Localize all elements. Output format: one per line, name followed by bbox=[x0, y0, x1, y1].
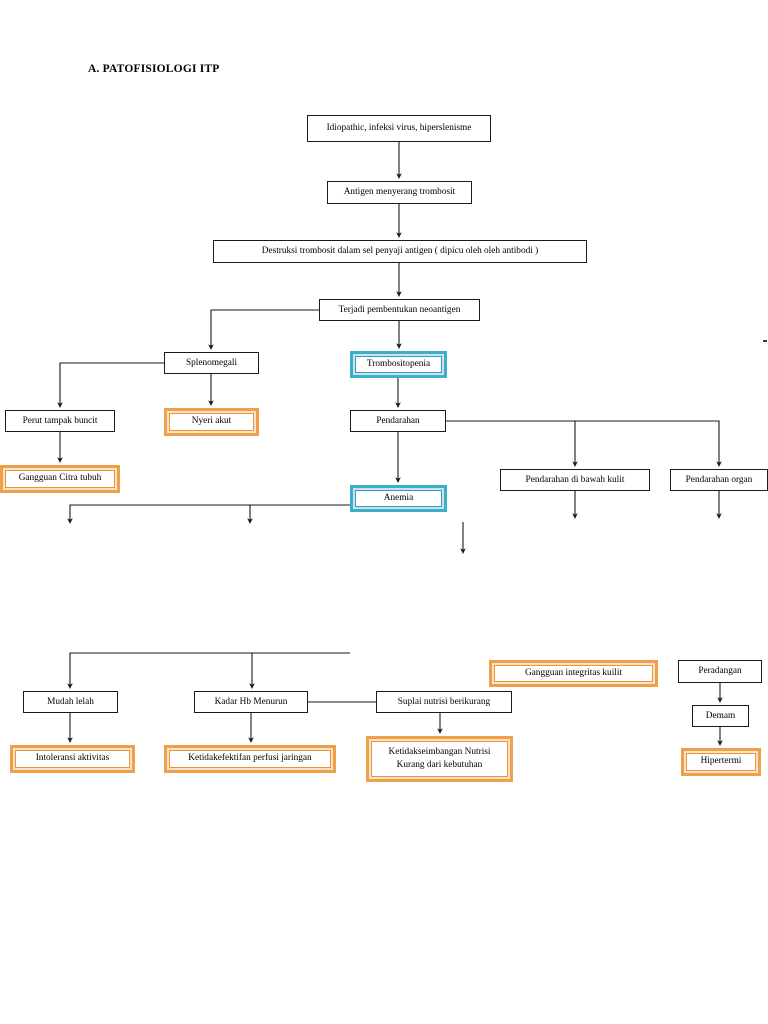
node-label-lines: Ketidakseimbangan Nutrisi Kurang dari ke… bbox=[389, 746, 491, 773]
node-kadar-hb-menurun[interactable]: Kadar Hb Menurun bbox=[194, 691, 308, 713]
node-anemia[interactable]: Anemia bbox=[350, 485, 447, 512]
node-label: Pendarahan bbox=[376, 415, 420, 426]
node-pendarahan-organ[interactable]: Pendarahan organ bbox=[670, 469, 768, 491]
node-trombositopenia[interactable]: Trombositopenia bbox=[350, 351, 447, 378]
node-perut-tampak-buncit[interactable]: Perut tampak buncit bbox=[5, 410, 115, 432]
page-title: A. PATOFISIOLOGI ITP bbox=[88, 63, 220, 75]
edge-n9-n13 bbox=[446, 420, 722, 467]
node-terjadi-pembentukan-neoantigen[interactable]: Terjadi pembentukan neoantigen bbox=[319, 299, 480, 321]
node-label: Peradangan bbox=[698, 666, 742, 677]
node-inner: Nyeri akut bbox=[169, 413, 254, 431]
node-label: Suplai nutrisi berikurang bbox=[397, 696, 491, 707]
node-pendarahan-di-bawah-kulit[interactable]: Pendarahan di bawah kulit bbox=[500, 469, 650, 491]
node-inner: Trombositopenia bbox=[355, 356, 442, 373]
node-suplai-nutrisi-berikurang[interactable]: Suplai nutrisi berikurang bbox=[376, 691, 512, 713]
node-demam[interactable]: Demam bbox=[692, 705, 749, 727]
node-label: Terjadi pembentukan neoantigen bbox=[338, 304, 461, 315]
node-label: Intoleransi aktivitas bbox=[35, 753, 110, 764]
node-ketidakefektifan-perfusi-jaringan[interactable]: Ketidakefektifan perfusi jaringan bbox=[164, 745, 336, 773]
node-label: Idiopathic, infeksi virus, hiperslenisme bbox=[326, 123, 472, 134]
node-label: Trombositopenia bbox=[366, 358, 431, 369]
node-label: Splenomegali bbox=[185, 357, 238, 368]
node-gangguan-integritas-kuilit[interactable]: Gangguan integritas kuilit bbox=[489, 660, 658, 687]
node-label: Perut tampak buncit bbox=[22, 415, 98, 426]
node-label: Nyeri akut bbox=[191, 416, 232, 427]
node-label-line-1: Ketidakseimbangan Nutrisi bbox=[388, 746, 491, 757]
node-destruksi-trombosit[interactable]: Destruksi trombosit dalam sel penyaji an… bbox=[213, 240, 587, 263]
node-label: Gangguan Citra tubuh bbox=[18, 473, 102, 484]
node-pendarahan[interactable]: Pendarahan bbox=[350, 410, 446, 432]
node-mudah-lelah[interactable]: Mudah lelah bbox=[23, 691, 118, 713]
edge-n9-n12 bbox=[446, 420, 578, 467]
edge-n5-n7 bbox=[57, 362, 164, 408]
node-inner: Gangguan integritas kuilit bbox=[494, 665, 653, 682]
node-label: Ketidakefektifan perfusi jaringan bbox=[188, 753, 312, 764]
node-label: Antigen menyerang trombosit bbox=[343, 187, 456, 198]
node-inner: Ketidakefektifan perfusi jaringan bbox=[169, 750, 331, 768]
node-ketidakseimbangan-nutrisi[interactable]: Ketidakseimbangan Nutrisi Kurang dari ke… bbox=[366, 736, 513, 782]
node-inner: Intoleransi aktivitas bbox=[15, 750, 130, 768]
node-label: Demam bbox=[705, 710, 736, 721]
node-label: Mudah lelah bbox=[47, 696, 94, 707]
node-inner: Ketidakseimbangan Nutrisi Kurang dari ke… bbox=[371, 741, 508, 777]
node-intoleransi-aktivitas[interactable]: Intoleransi aktivitas bbox=[10, 745, 135, 773]
edge-n4-n5 bbox=[208, 309, 319, 350]
node-label: Pendarahan organ bbox=[685, 474, 753, 485]
node-label: Gangguan integritas kuilit bbox=[524, 667, 623, 678]
edge-artifact-mark bbox=[763, 340, 767, 342]
node-hipertermi[interactable]: Hipertermi bbox=[681, 748, 761, 776]
node-gangguan-citra-tubuh[interactable]: Gangguan Citra tubuh bbox=[0, 465, 120, 493]
node-label: Pendarahan di bawah kulit bbox=[525, 474, 625, 485]
edge-n11-bus-left bbox=[67, 504, 398, 524]
node-inner: Anemia bbox=[355, 490, 442, 507]
node-label: Destruksi trombosit dalam sel penyaji an… bbox=[261, 246, 539, 257]
node-label: Anemia bbox=[383, 492, 414, 503]
node-nyeri-akut[interactable]: Nyeri akut bbox=[164, 408, 259, 436]
node-antigen-menyerang-trombosit[interactable]: Antigen menyerang trombosit bbox=[327, 181, 472, 204]
node-splenomegali[interactable]: Splenomegali bbox=[164, 352, 259, 374]
node-idiopathic-infeksi-virus-hiperslenisme[interactable]: Idiopathic, infeksi virus, hiperslenisme bbox=[307, 115, 491, 142]
edge-bus-n14 bbox=[67, 652, 350, 689]
node-inner: Gangguan Citra tubuh bbox=[5, 470, 115, 488]
node-peradangan[interactable]: Peradangan bbox=[678, 660, 762, 683]
node-label: Hipertermi bbox=[700, 756, 742, 767]
node-label-line-2: Kurang dari kebutuhan bbox=[396, 760, 483, 770]
node-inner: Hipertermi bbox=[686, 753, 756, 771]
node-label: Kadar Hb Menurun bbox=[214, 696, 288, 707]
